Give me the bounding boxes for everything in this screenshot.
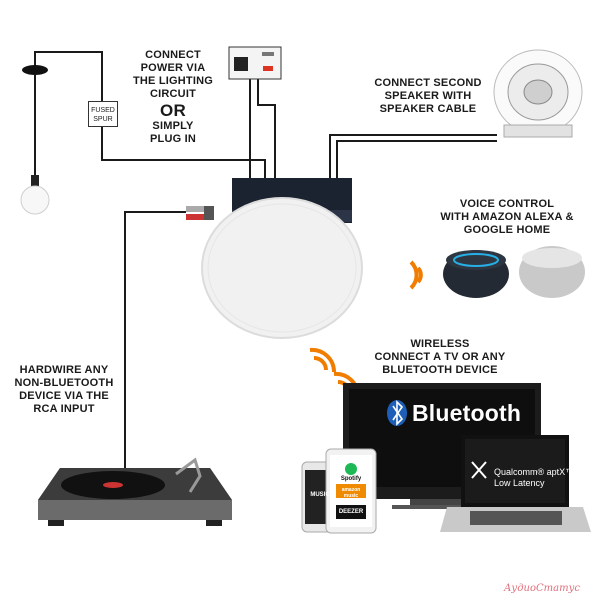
connect-power-label: CONNECT POWER VIA THE LIGHTING CIRCUIT O… — [128, 49, 218, 146]
wireless-label: WIRELESS CONNECT A TV OR ANY BLUETOOTH D… — [374, 338, 506, 376]
ceiling-speaker-icon — [201, 178, 363, 339]
tablet-icon — [325, 448, 377, 534]
voice-control-label: VOICE CONTROL WITH AMAZON ALEXA & GOOGLE… — [440, 198, 574, 236]
tablet-deezer-app: DEEZER — [338, 509, 364, 515]
fused-spur-box: FUSED SPUR — [88, 101, 118, 127]
watermark: АудиоСтатус — [503, 583, 580, 594]
bluetooth-logo-icon — [387, 400, 407, 426]
tablet-spotify-app: Spotify — [340, 476, 362, 482]
tv-bluetooth-text: Bluetooth — [412, 400, 522, 426]
google-home-icon — [519, 246, 585, 298]
voice-signal-icon — [409, 260, 423, 290]
laptop-qualcomm-text: Qualcomm® aptX™ Low Latency — [494, 467, 575, 488]
hardwire-label: HARDWIRE ANY NON-BLUETOOTH DEVICE VIA TH… — [14, 364, 114, 415]
second-speaker-icon — [493, 49, 583, 138]
rca-plug-icon — [186, 206, 214, 220]
second-speaker-label: CONNECT SECOND SPEAKER WITH SPEAKER CABL… — [374, 77, 482, 115]
turntable-icon — [38, 457, 232, 526]
alexa-echo-icon — [443, 250, 509, 298]
wall-socket-icon — [228, 46, 282, 80]
or-label: OR — [160, 101, 186, 120]
spur-label: SPUR — [93, 116, 113, 123]
fused-label: FUSED — [91, 107, 115, 114]
laptop-icon — [440, 435, 591, 532]
pendant-lamp-icon — [20, 65, 50, 215]
qualcomm-x-icon — [471, 461, 487, 479]
phone-music-app: MUSIC — [310, 492, 330, 498]
tablet-amazon-app: amazon music — [341, 487, 361, 499]
